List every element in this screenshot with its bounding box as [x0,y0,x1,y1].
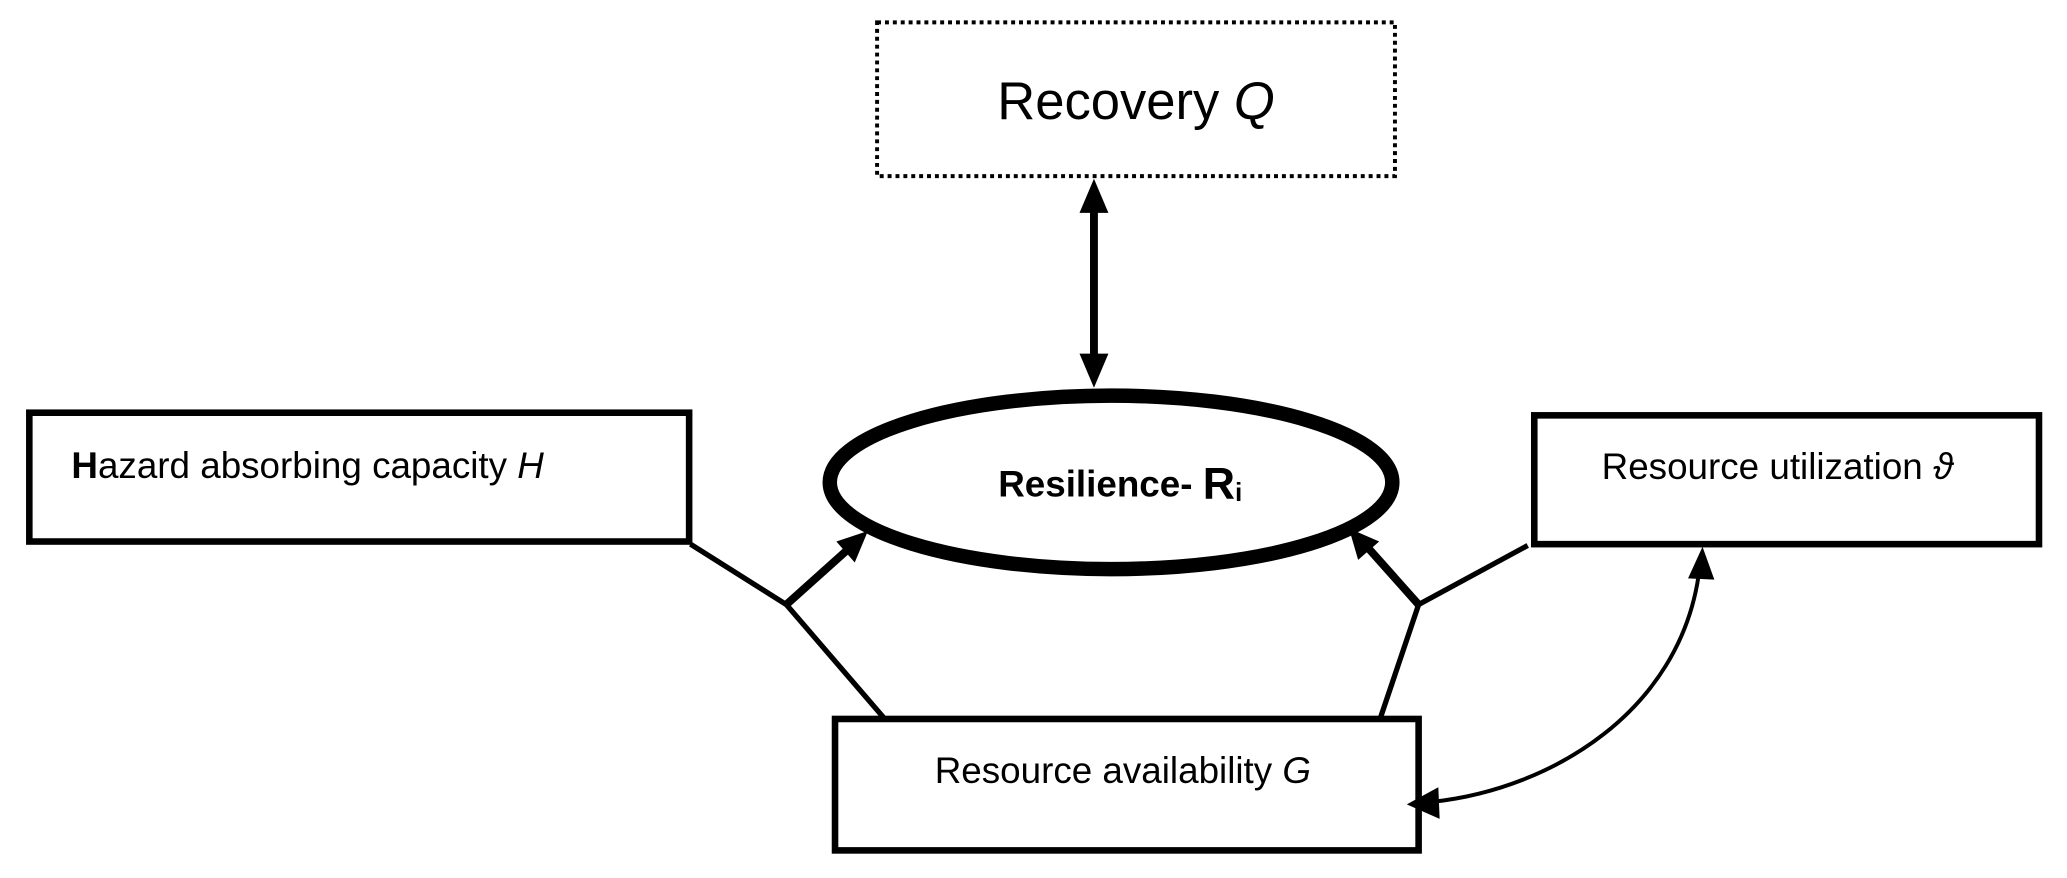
svg-text:Resource availability G: Resource availability G [935,750,1311,791]
hazard-label: azard absorbing capacity [98,445,517,486]
resilience-sub: i [1235,477,1242,507]
availability-node: Resource availability G [831,715,1422,854]
resilience-label: Resilience- [998,463,1203,504]
recovery-label: Recovery [997,72,1234,131]
recovery-var: Q [1234,72,1275,131]
svg-text:Resilience- Ri: Resilience- Ri [998,459,1242,508]
resilience-node: Resilience- Ri [822,388,1400,577]
recovery-resilience-arrow [1079,178,1109,388]
utilization-node: Resource utilization ϑ [1530,412,2043,548]
svg-text:Resource utilization ϑ: Resource utilization ϑ [1602,446,1955,487]
hazard-var: H [517,445,544,486]
availability-utilization-arrow [1406,546,1715,819]
hazard-initial: H [71,445,98,486]
left-joint-arrow [689,531,886,720]
recovery-node: Recovery Q [875,20,1397,179]
utilization-label: Resource utilization [1602,446,1933,487]
availability-var: G [1282,750,1311,791]
resilience-var: R [1203,459,1235,508]
svg-text:Hazard absorbing capacity H: Hazard absorbing capacity H [71,445,544,486]
right-joint-arrow [1348,528,1529,719]
utilization-var: ϑ [1933,446,1955,487]
hazard-node: Hazard absorbing capacity H [26,409,693,545]
availability-label: Resource availability [935,750,1283,791]
svg-text:Recovery Q: Recovery Q [997,72,1274,131]
